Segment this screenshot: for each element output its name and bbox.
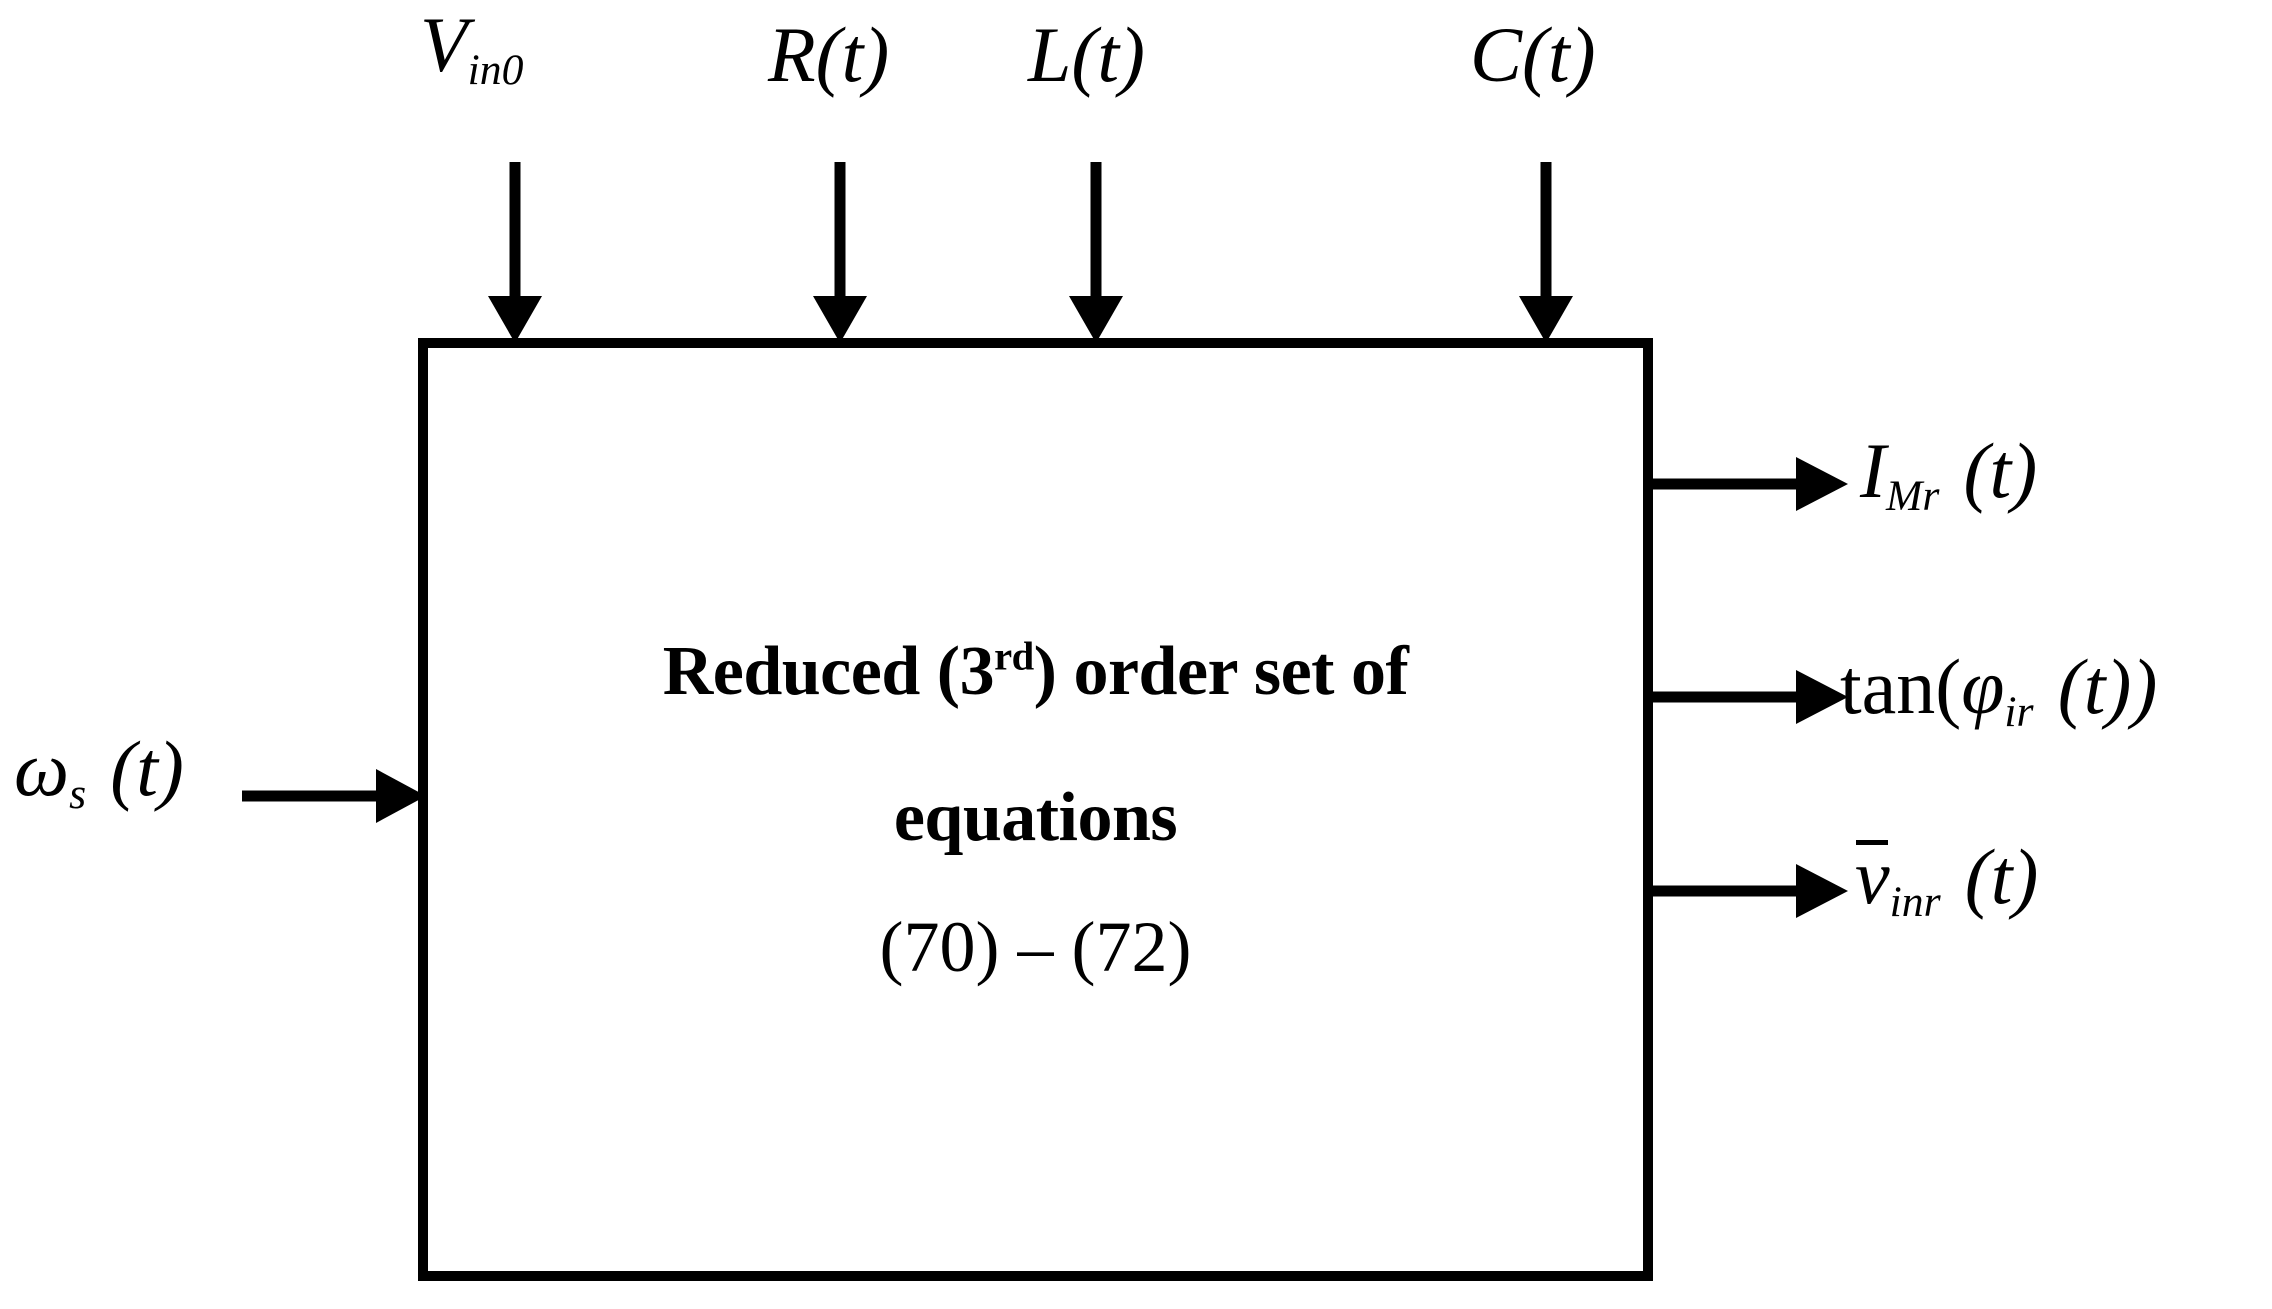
input-label-omega-s: ωs (t) (14, 725, 184, 819)
input-label-l-t: L(t) (1028, 11, 1145, 98)
input-arrow-omega-s (242, 769, 426, 823)
process-block-text: Reduced (3rd) order set of equations (70… (428, 348, 1643, 1271)
output-arrow-i-mr (1650, 457, 1848, 511)
output-arrow-tan-phi (1650, 670, 1848, 724)
input-arrow-r-t (813, 162, 867, 343)
process-block: Reduced (3rd) order set of equations (70… (418, 338, 1653, 1281)
block-line-1-suffix: ) order set of (1033, 632, 1409, 710)
input-arrow-v-in0 (488, 162, 542, 343)
input-label-r-t: R(t) (768, 11, 890, 98)
block-line-2: equations (893, 778, 1178, 856)
output-arrow-v-inr (1650, 864, 1848, 918)
block-line-1: Reduced (3rd) order set of (663, 635, 1409, 707)
block-line-1-ordinal: rd (994, 633, 1034, 679)
block-line-1-prefix: Reduced (3 (662, 632, 995, 710)
input-arrow-c-t (1519, 162, 1573, 343)
block-line-3-equation-range: (70) – (72) (879, 906, 1192, 987)
input-label-c-t: C(t) (1470, 11, 1596, 98)
output-label-i-mr: IMr (t) (1860, 427, 2038, 521)
output-label-tan-phi: tan(φir (t)) (1840, 643, 2158, 737)
input-arrow-l-t (1069, 162, 1123, 343)
input-label-v-in0: Vin0 (420, 1, 524, 95)
output-label-v-inr: vinr (t) (1855, 833, 2039, 927)
